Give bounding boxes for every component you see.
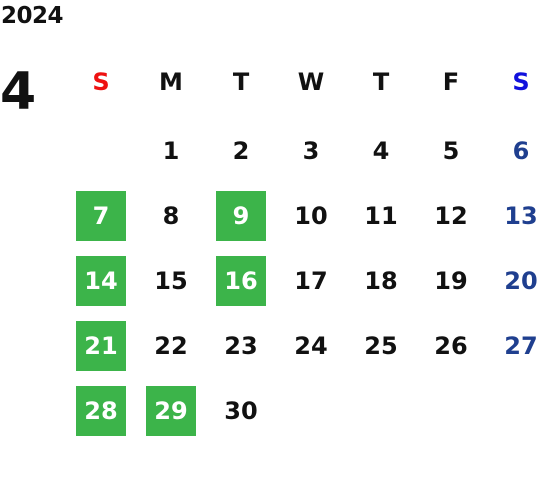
day-cell-7: 7 xyxy=(66,183,136,248)
day-cell-15: 15 xyxy=(136,248,206,313)
day-cell-26: 26 xyxy=(416,313,486,378)
day-cell-17: 17 xyxy=(276,248,346,313)
day-number: 7 xyxy=(76,190,126,241)
weekday-header-row: S M T W T F S xyxy=(66,62,548,102)
day-cell-10: 10 xyxy=(276,183,346,248)
weekday-saturday: S xyxy=(512,68,530,96)
weekday-monday: M xyxy=(159,68,183,96)
day-number: 24 xyxy=(294,331,328,360)
day-number: 11 xyxy=(364,201,398,230)
year-label: 2024 xyxy=(1,3,64,29)
day-cell-20: 20 xyxy=(486,248,548,313)
day-cell-24: 24 xyxy=(276,313,346,378)
day-number: 4 xyxy=(372,136,390,165)
day-cell-29: 29 xyxy=(136,378,206,443)
day-cell-13: 13 xyxy=(486,183,548,248)
day-number: 5 xyxy=(442,136,460,165)
day-number: 27 xyxy=(504,331,538,360)
day-cell-5: 5 xyxy=(416,118,486,183)
day-number: 14 xyxy=(76,255,126,306)
day-number: 23 xyxy=(224,331,258,360)
day-cell-14: 14 xyxy=(66,248,136,313)
day-number: 16 xyxy=(216,255,266,306)
day-number: 21 xyxy=(76,320,126,371)
weekday-wednesday: W xyxy=(297,68,325,96)
day-number: 3 xyxy=(302,136,320,165)
weekday-sunday: S xyxy=(92,68,110,96)
day-number: 17 xyxy=(294,266,328,295)
day-cell-9: 9 xyxy=(206,183,276,248)
day-cell-1: 1 xyxy=(136,118,206,183)
day-cell-27: 27 xyxy=(486,313,548,378)
day-number: 9 xyxy=(216,190,266,241)
day-cell-2: 2 xyxy=(206,118,276,183)
day-cell-11: 11 xyxy=(346,183,416,248)
day-number: 19 xyxy=(434,266,468,295)
weekday-thursday: T xyxy=(372,68,390,96)
day-cell-30: 30 xyxy=(206,378,276,443)
day-number: 18 xyxy=(364,266,398,295)
day-number: 25 xyxy=(364,331,398,360)
day-cell-18: 18 xyxy=(346,248,416,313)
day-number: 12 xyxy=(434,201,468,230)
day-number: 1 xyxy=(162,136,180,165)
day-cell-6: 6 xyxy=(486,118,548,183)
day-cell-19: 19 xyxy=(416,248,486,313)
day-number: 20 xyxy=(504,266,538,295)
weekday-friday: F xyxy=(442,68,460,96)
weekday-tuesday: T xyxy=(232,68,250,96)
day-number: 30 xyxy=(224,396,258,425)
day-number: 29 xyxy=(146,385,196,436)
day-cell-25: 25 xyxy=(346,313,416,378)
day-cell-16: 16 xyxy=(206,248,276,313)
day-cell-12: 12 xyxy=(416,183,486,248)
day-number: 6 xyxy=(512,136,530,165)
day-cell-22: 22 xyxy=(136,313,206,378)
day-number: 10 xyxy=(294,201,328,230)
day-cell-8: 8 xyxy=(136,183,206,248)
day-cell-21: 21 xyxy=(66,313,136,378)
day-number: 26 xyxy=(434,331,468,360)
day-number: 13 xyxy=(504,201,538,230)
day-number: 15 xyxy=(154,266,188,295)
month-label: 4 xyxy=(0,62,37,122)
day-number: 8 xyxy=(162,201,180,230)
day-cell-4: 4 xyxy=(346,118,416,183)
day-number: 28 xyxy=(76,385,126,436)
day-number: 2 xyxy=(232,136,250,165)
day-cell-28: 28 xyxy=(66,378,136,443)
day-number: 22 xyxy=(154,331,188,360)
day-cell-3: 3 xyxy=(276,118,346,183)
day-cell-23: 23 xyxy=(206,313,276,378)
